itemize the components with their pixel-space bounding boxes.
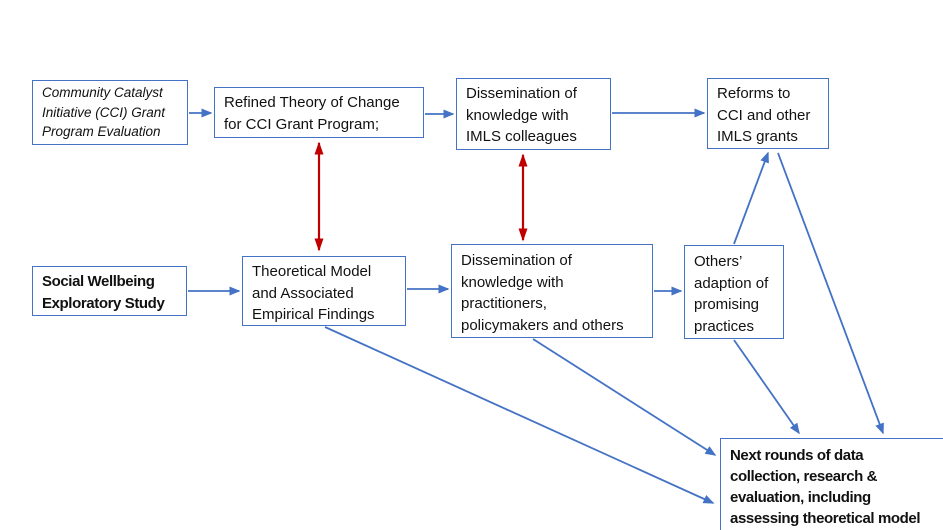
box-label-line: assessing theoretical model [730,510,921,527]
box-reforms-imls-grants: Reforms to CCI and other IMLS grants [707,78,829,149]
box-refined-theory: Refined Theory of Change for CCI Grant P… [214,87,424,138]
box-label-line: evaluation, including [730,489,871,506]
box-label-line: Community Catalyst [42,85,163,100]
arrow-others-to-nextrounds [733,339,800,435]
box-label-line: Exploratory Study [42,294,165,312]
box-label-line: Next rounds of data [730,447,864,464]
box-label-line: IMLS colleagues [466,128,577,145]
arrow-disspract-to-nextrounds [532,338,717,456]
box-label-line: Refined Theory of Change [224,94,400,111]
arrow-reforms-to-nextrounds [777,152,884,435]
box-others-adaption: Others’ adaption of promising practices [684,245,784,339]
box-label-line: Empirical Findings [252,306,375,323]
box-label-line: and Associated [252,284,354,302]
box-label-line: Initiative (CCI) Grant [42,104,166,120]
box-label-line: Program Evaluation [42,124,161,139]
box-dissemination-imls: Dissemination of knowledge with IMLS col… [456,78,611,150]
box-cci-evaluation: Community Catalyst Initiative (CCI) Gran… [32,80,188,145]
box-social-wellbeing: Social Wellbeing Exploratory Study [32,266,187,316]
box-dissemination-practitioners: Dissemination of knowledge with practiti… [451,244,653,338]
box-label-line: adaption of [694,274,769,292]
box-label-line: IMLS grants [717,128,798,145]
box-label-line: Social Wellbeing [42,273,155,290]
box-label-line: for CCI Grant Program; [224,115,380,133]
box-label-line: practitioners, [461,295,547,312]
arrow-theoretical-to-nextrounds [324,326,715,504]
box-label-line: Reforms to [717,85,791,102]
box-label-line: policymakers and others [461,316,624,334]
box-next-rounds: Next rounds of data collection, research… [720,438,943,530]
box-label-line: Dissemination of [461,252,572,269]
box-label-line: CCI and other [717,106,811,124]
box-label-line: Dissemination of [466,85,577,102]
box-label-line: knowledge with [466,106,569,124]
box-label-line: Others’ [694,253,743,270]
box-label-line: practices [694,317,755,335]
box-label-line: collection, research & [730,468,878,485]
arrow-others-to-reforms [733,151,769,245]
box-label-line: Theoretical Model [252,263,372,280]
box-theoretical-model: Theoretical Model and Associated Empiric… [242,256,406,326]
box-label-line: knowledge with [461,273,564,291]
box-label-line: promising [694,296,760,313]
